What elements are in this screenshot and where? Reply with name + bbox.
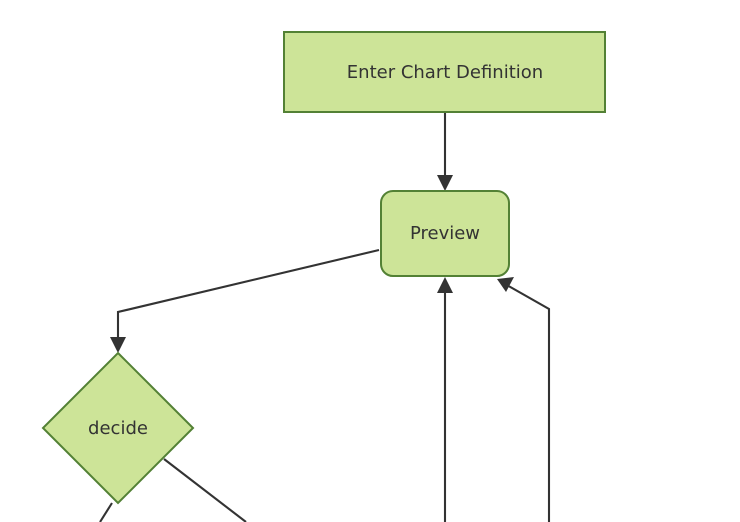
edge-enter-to-preview[interactable] — [437, 113, 453, 191]
edge-enter-to-preview-arrowhead — [437, 175, 453, 191]
edge-offscreen-center-to-preview-arrowhead — [437, 277, 453, 293]
node-decide[interactable]: decide — [41, 351, 195, 505]
edge-offscreen-right-to-preview-line — [504, 283, 551, 522]
edge-decide-to-offscreen-left-line — [99, 502, 113, 522]
node-layer: Enter Chart Definition Preview decide — [41, 31, 606, 505]
edge-preview-to-decide[interactable] — [110, 248, 380, 353]
edge-decide-to-offscreen-left[interactable] — [99, 502, 113, 522]
edge-preview-to-decide-arrowhead — [110, 337, 126, 353]
node-preview-shape — [380, 190, 510, 277]
node-decide-shape — [41, 351, 195, 505]
edge-offscreen-center-to-preview[interactable] — [437, 277, 453, 522]
node-preview[interactable]: Preview — [380, 190, 510, 277]
edge-layer — [99, 113, 551, 522]
node-enter-chart-definition[interactable]: Enter Chart Definition — [283, 31, 606, 113]
edge-decide-to-offscreen-right[interactable] — [163, 458, 247, 522]
edge-decide-to-offscreen-right-line — [163, 458, 247, 522]
node-enter-chart-definition-shape — [283, 31, 606, 113]
edge-offscreen-right-to-preview[interactable] — [497, 277, 551, 522]
edge-preview-to-decide-line — [116, 248, 380, 344]
edge-offscreen-right-to-preview-arrowhead — [497, 277, 514, 292]
